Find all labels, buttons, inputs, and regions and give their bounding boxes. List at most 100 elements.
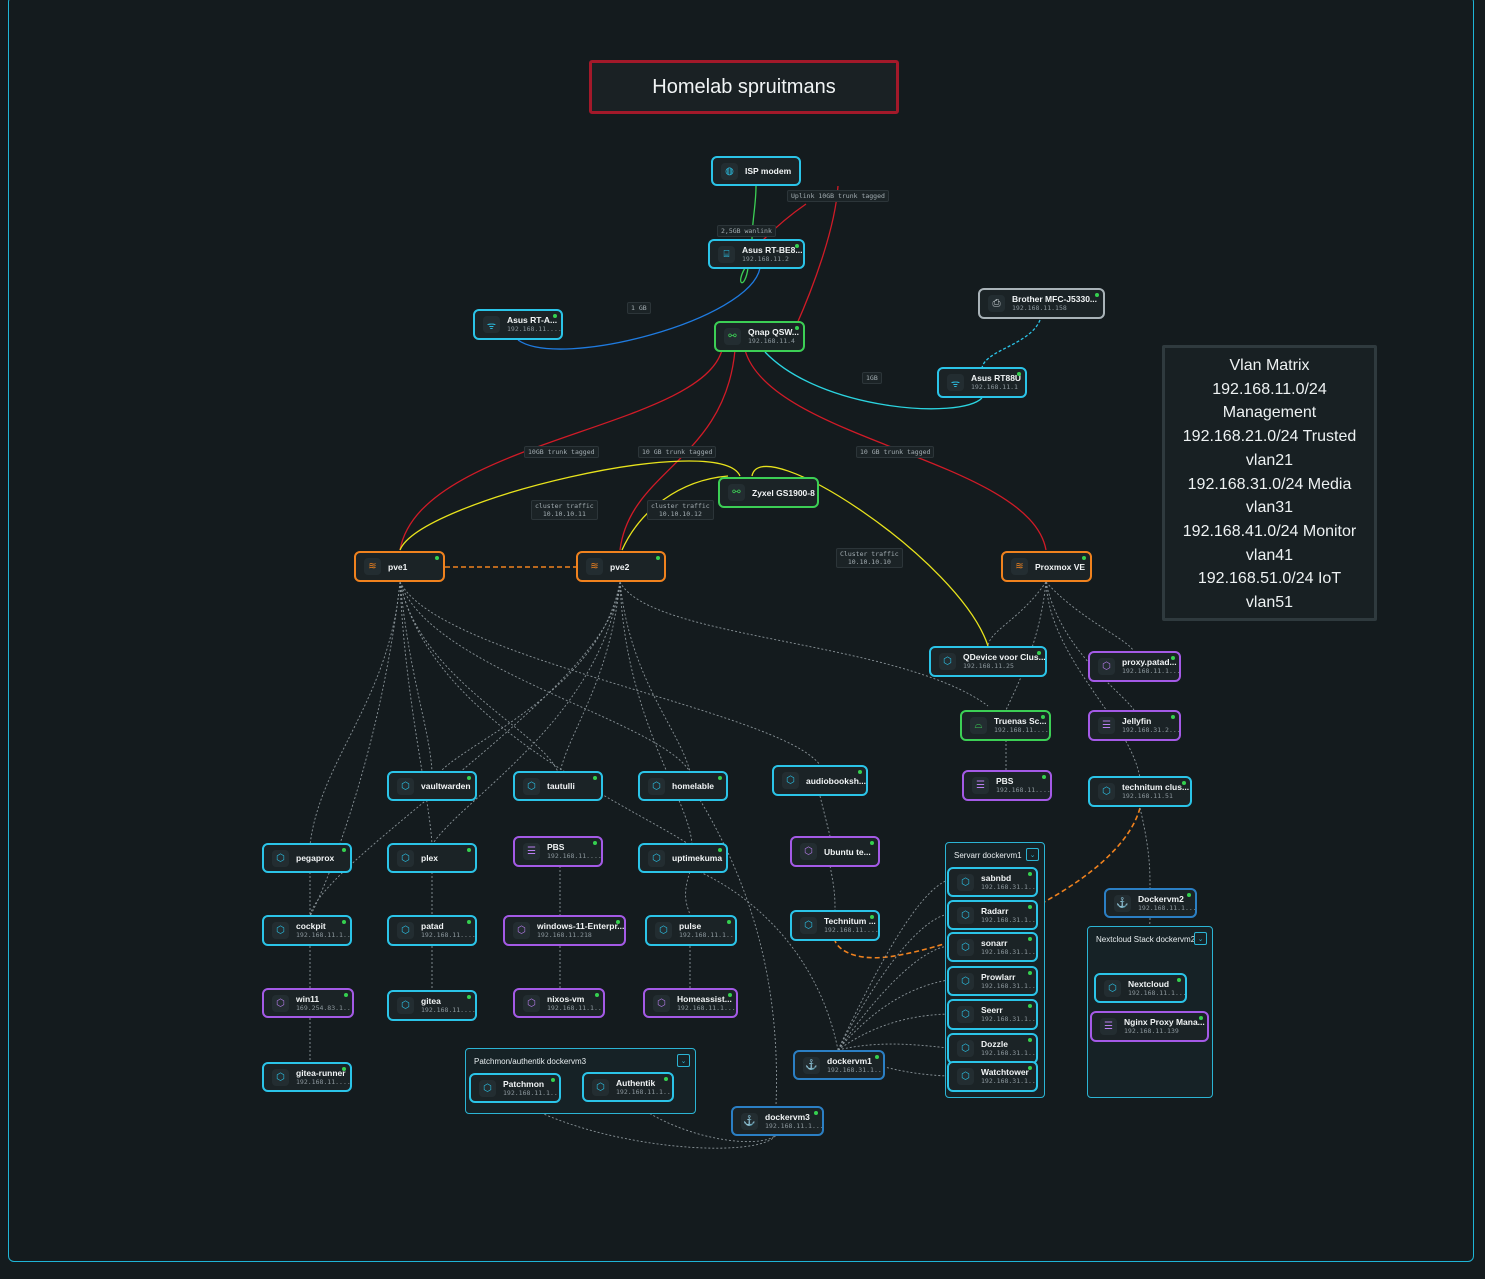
node-label: Radarr	[981, 905, 1009, 916]
node-qdevice[interactable]: ⬡QDevice voor Clus...192.168.11.25	[929, 646, 1047, 677]
status-dot	[870, 915, 874, 919]
node-pve2[interactable]: ≋pve2	[576, 551, 666, 582]
node-ip: 192.168.11.1...	[296, 931, 352, 939]
status-dot	[553, 314, 557, 318]
node-pegaprox[interactable]: ⬡pegaprox	[262, 843, 352, 873]
collapse-chevron-icon[interactable]: ⌄	[1026, 848, 1039, 861]
node-pve1[interactable]: ≋pve1	[354, 551, 445, 582]
server-icon: ☰	[1098, 717, 1115, 734]
status-dot	[1028, 872, 1032, 876]
server-icon: ☰	[523, 843, 540, 860]
node-zyxel[interactable]: ⚯Zyxel GS1900-8	[718, 477, 819, 508]
box-icon: ⬡	[513, 922, 530, 939]
cube-icon: ⬡	[957, 938, 974, 956]
node-uptimekuma[interactable]: ⬡uptimekuma	[638, 843, 728, 873]
node-label: Dockervm2	[1138, 893, 1184, 904]
node-ip: 192.168.11.1...	[1128, 988, 1187, 997]
node-windows-11-enterprise[interactable]: ⬡windows-11-Enterpr...192.168.11.218	[503, 915, 626, 946]
node-plex[interactable]: ⬡plex	[387, 843, 477, 873]
node-label: sabnbd	[981, 872, 1012, 883]
node-truenas[interactable]: ⌓Truenas Sc...192.168.11....	[960, 710, 1051, 741]
node-label: Nginx Proxy Mana...	[1124, 1017, 1205, 1027]
vlan-line: 192.168.51.0/24 IoT	[1197, 570, 1342, 588]
status-dot	[1187, 893, 1191, 897]
node-nginx-proxy-manager[interactable]: ☰Nginx Proxy Mana...192.168.11.139	[1090, 1011, 1209, 1042]
node-ip: 192.168.11....	[824, 926, 879, 934]
layers-icon: ≋	[586, 558, 603, 575]
node-vaultwarden[interactable]: ⬡vaultwarden	[387, 771, 477, 801]
node-proxy[interactable]: ⬡proxy.patad...192.168.11.1...	[1088, 651, 1181, 682]
node-label: sonarr	[981, 937, 1008, 948]
cube-icon: ⬡	[272, 849, 289, 867]
node-label: uptimekuma	[672, 853, 723, 863]
collapse-chevron-icon[interactable]: ⌄	[1194, 932, 1207, 945]
status-dot	[664, 1077, 668, 1081]
collapse-chevron-icon[interactable]: ⌄	[677, 1054, 690, 1067]
cube-icon: ⬡	[957, 1040, 974, 1057]
box-icon: ⬡	[523, 994, 540, 1012]
box-icon: ⬡	[1098, 658, 1115, 675]
status-dot	[593, 776, 597, 780]
anchor-icon: ⚓	[1114, 894, 1131, 912]
node-ip: 192.168.31.1...	[981, 915, 1038, 924]
node-homeassistant[interactable]: ⬡Homeassist...192.168.11.1...	[643, 988, 738, 1018]
node-label: Asus RT88U	[971, 373, 1022, 383]
node-proxmox-ve[interactable]: ≋Proxmox VE	[1001, 551, 1092, 582]
diagram-canvas	[8, 0, 1474, 1262]
node-label: PBS	[996, 776, 1014, 786]
node-label: dockervm3	[765, 1111, 810, 1122]
node-ip: 192.168.11.4	[748, 337, 795, 345]
node-ip: 192.168.31.1...	[981, 882, 1038, 891]
node-ip: 192.168.11.2	[742, 254, 789, 263]
box-icon: ⬡	[800, 843, 817, 860]
node-ip: 192.168.11....	[421, 1006, 476, 1014]
node-ubuntu[interactable]: ⬡Ubuntu te...	[790, 836, 880, 867]
node-audiobookshelf[interactable]: ⬡audiobooksh...	[772, 765, 868, 796]
node-ip: 192.168.11.1...	[765, 1121, 824, 1130]
node-technitium[interactable]: ⬡Technitum ...192.168.11....	[790, 910, 880, 941]
status-dot	[858, 770, 862, 774]
vlan-line: Vlan Matrix	[1229, 357, 1310, 374]
cube-icon: ⬡	[272, 1068, 289, 1086]
node-qnap[interactable]: ⚯Qnap QSW...192.168.11.4	[714, 321, 805, 352]
node-isp-modem[interactable]: ◍ISP modem	[711, 156, 801, 186]
vlan-line: 192.168.11.0/24	[1212, 380, 1327, 398]
status-dot	[344, 993, 348, 997]
node-brother[interactable]: ⎙Brother MFC-J5330...192.168.11.158	[978, 288, 1105, 319]
node-asus-rt-be[interactable]: ⌸Asus RT-BE8...192.168.11.2	[708, 239, 805, 269]
node-homelable[interactable]: ⬡homelable	[638, 771, 728, 801]
node-label: technitum clus...	[1122, 782, 1190, 792]
node-label: gitea	[421, 996, 441, 1006]
router-icon: ⌸	[718, 245, 735, 263]
node-label: dockervm1	[827, 1055, 872, 1066]
status-dot	[342, 848, 346, 852]
node-tautulli[interactable]: ⬡tautulli	[513, 771, 603, 801]
node-technitium-cluster[interactable]: ⬡technitum clus...192.168.11.51	[1088, 776, 1192, 807]
node-ip: 192.168.31.1...	[981, 947, 1038, 956]
